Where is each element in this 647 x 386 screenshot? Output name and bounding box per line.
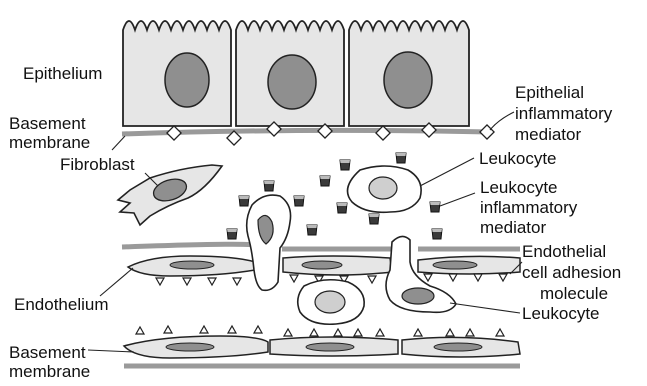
label-epithelial-mediator-line2: inflammatory [515, 104, 612, 123]
label-adhesion-line2: cell adhesion [522, 263, 621, 282]
label-basement-membrane-top-line1: Basement [9, 114, 86, 133]
label-basement-membrane-top-line2: membrane [9, 133, 90, 152]
label-leukocyte-lower: Leukocyte [522, 304, 600, 323]
epithelial-nucleus [165, 53, 209, 107]
fibroblast-cell [118, 165, 222, 225]
label-endothelium: Endothelium [14, 295, 109, 314]
label-leukocyte-mediator-line3: mediator [480, 218, 546, 237]
basement-membrane-middle [122, 244, 260, 247]
leukocyte-upper-cell [348, 166, 422, 212]
label-epithelium: Epithelium [23, 64, 102, 83]
epithelium-layer [123, 21, 469, 126]
label-leukocyte-mediator-line1: Leukocyte [480, 178, 558, 197]
label-basement-membrane-bottom-line2: membrane [9, 362, 90, 381]
label-adhesion-line3: molecule [540, 284, 608, 303]
label-adhesion-line1: Endothelial [522, 242, 606, 261]
endothelial-cells-lower [124, 326, 520, 358]
label-epithelial-mediator-line1: Epithelial [515, 83, 584, 102]
label-leukocyte-mediator-line2: inflammatory [480, 198, 577, 217]
epithelial-nucleus [268, 55, 316, 109]
label-epithelial-mediator-line3: mediator [515, 125, 581, 144]
label-fibroblast: Fibroblast [60, 155, 135, 174]
transmigrating-leukocyte-left [247, 195, 291, 290]
lumen-leukocyte [298, 280, 364, 325]
epithelial-nucleus [384, 52, 432, 108]
label-leukocyte-upper: Leukocyte [479, 149, 557, 168]
label-basement-membrane-bottom-line1: Basement [9, 343, 86, 362]
